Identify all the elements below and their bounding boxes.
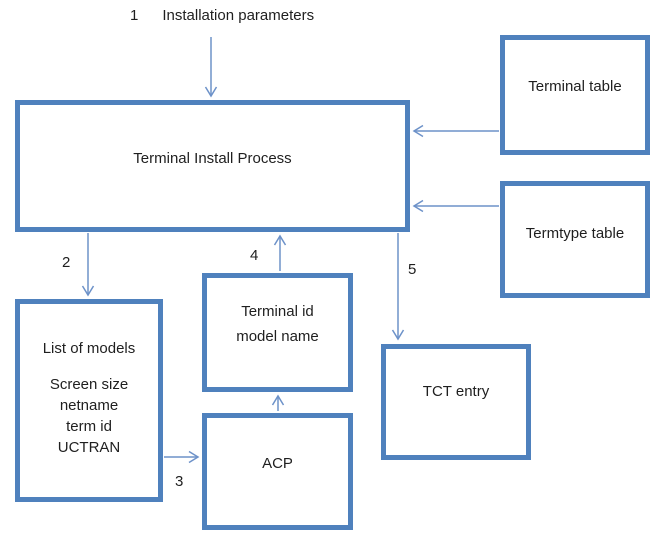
step5-number: 5 xyxy=(408,261,417,278)
tct-entry-box: TCT entry xyxy=(381,344,531,460)
termtype-table-label: Termtype table xyxy=(525,225,625,242)
list-item-netname: netname xyxy=(59,397,119,414)
step1-label: Installation parameters xyxy=(162,7,315,24)
list-item-uctran: UCTRAN xyxy=(57,439,121,456)
list-item-screen-size: Screen size xyxy=(49,376,129,393)
step1-caption: 1 Installation parameters xyxy=(130,6,314,26)
terminal-id-model-name-label: Terminal id model name xyxy=(236,299,319,349)
step1-number: 1 xyxy=(130,7,139,24)
step2-number: 2 xyxy=(62,254,71,271)
termtype-table-box: Termtype table xyxy=(500,181,650,298)
step3-number: 3 xyxy=(175,473,184,490)
terminal-table-box: Terminal table xyxy=(500,35,650,155)
terminal-install-process-label: Terminal Install Process xyxy=(133,149,292,167)
terminal-install-process-box: Terminal Install Process xyxy=(15,100,410,232)
list-of-models-box: List of models Screen size netname term … xyxy=(15,299,163,502)
step4-number: 4 xyxy=(250,247,259,264)
acp-box: ACP xyxy=(202,413,353,530)
acp-label: ACP xyxy=(262,455,293,472)
list-item-term-id: term id xyxy=(66,418,112,435)
list-of-models-spacer xyxy=(20,359,158,374)
terminal-id-model-name-box: Terminal id model name xyxy=(202,273,353,392)
tct-entry-label: TCT entry xyxy=(422,382,490,400)
model-name-line: model name xyxy=(236,327,319,345)
terminal-table-label: Terminal table xyxy=(528,77,622,95)
terminal-id-line: Terminal id xyxy=(241,302,314,320)
list-of-models-title: List of models xyxy=(42,340,136,357)
